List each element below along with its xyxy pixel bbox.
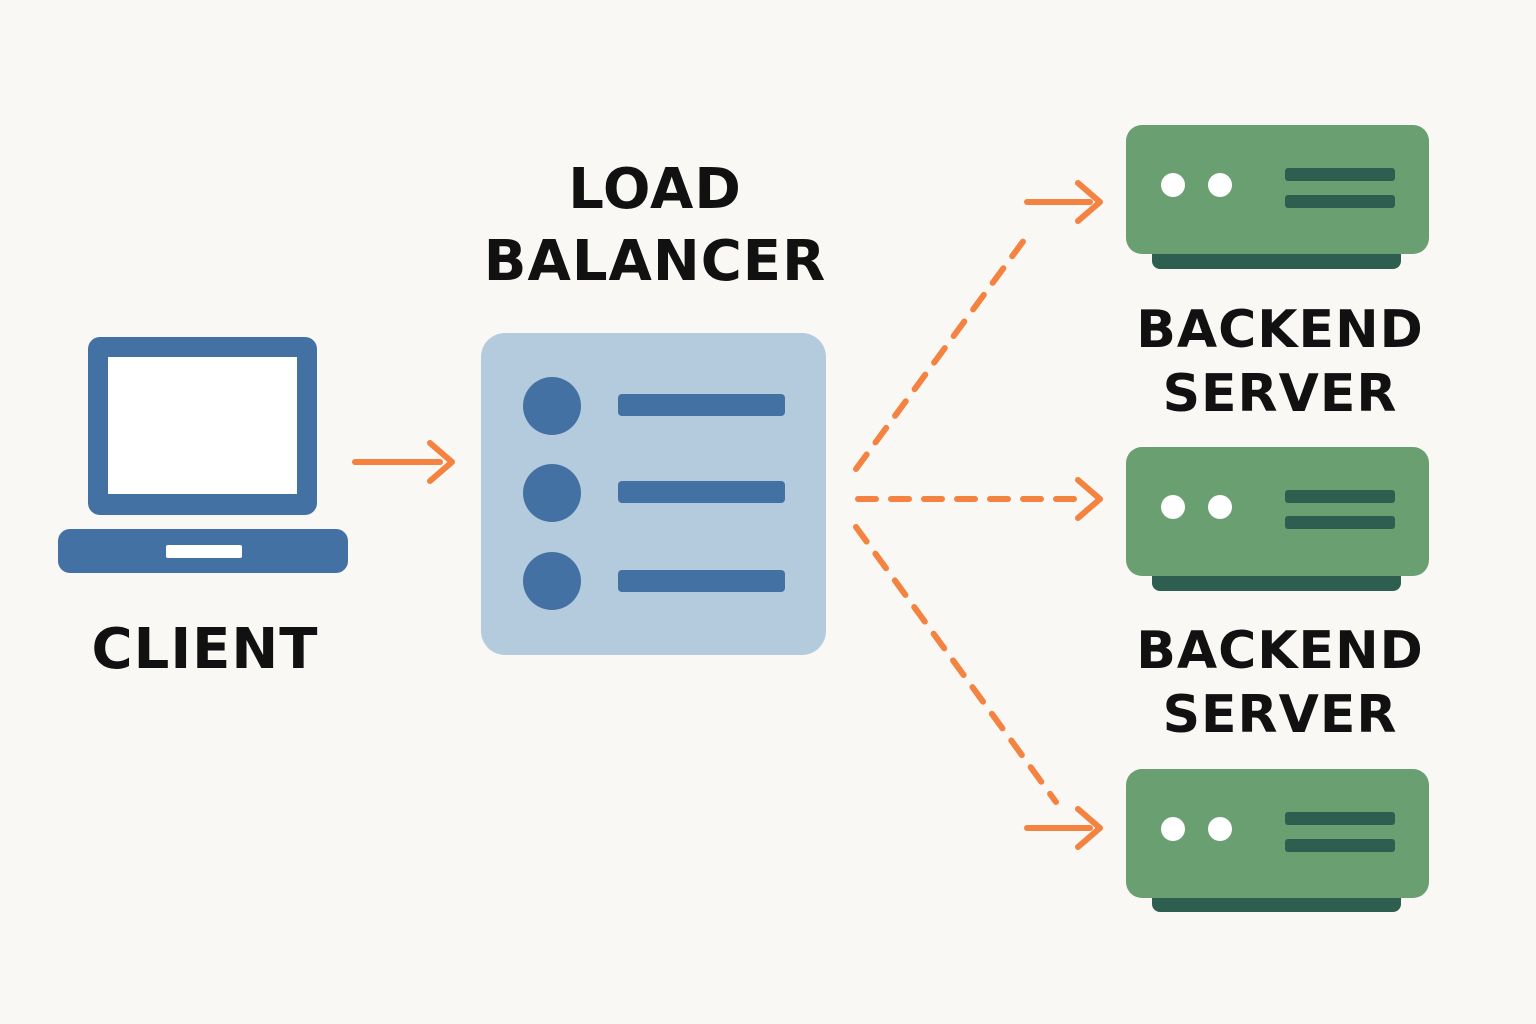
backend-server-label-2-line1: BACKEND xyxy=(1136,621,1424,681)
laptop-icon xyxy=(58,337,348,573)
dashed-arrow-to-server-2 xyxy=(855,477,1103,521)
backend-server-label-2-line2: SERVER xyxy=(1162,685,1398,745)
load-balancer-label-line2: BALANCER xyxy=(483,229,827,294)
client-label: CLIENT xyxy=(80,618,330,682)
backend-server-label-1-line2: SERVER xyxy=(1162,364,1398,424)
load-balancer-list-icon xyxy=(481,333,826,655)
backend-server-label-2: BACKEND SERVER xyxy=(1120,619,1440,747)
backend-server-label-1-line1: BACKEND xyxy=(1136,300,1424,360)
server-icon xyxy=(1126,447,1429,591)
load-balancer-label-line1: LOAD xyxy=(568,157,742,222)
backend-server-label-1: BACKEND SERVER xyxy=(1120,298,1440,426)
server-icon xyxy=(1126,769,1429,912)
load-balancer-label: LOAD BALANCER xyxy=(480,154,830,298)
client-to-load-balancer-arrow xyxy=(352,440,455,484)
server-icon xyxy=(1126,125,1429,269)
dashed-arrow-to-server-1 xyxy=(853,180,1103,472)
dashed-arrow-to-server-3 xyxy=(853,524,1103,850)
client-label-text: CLIENT xyxy=(91,617,319,682)
